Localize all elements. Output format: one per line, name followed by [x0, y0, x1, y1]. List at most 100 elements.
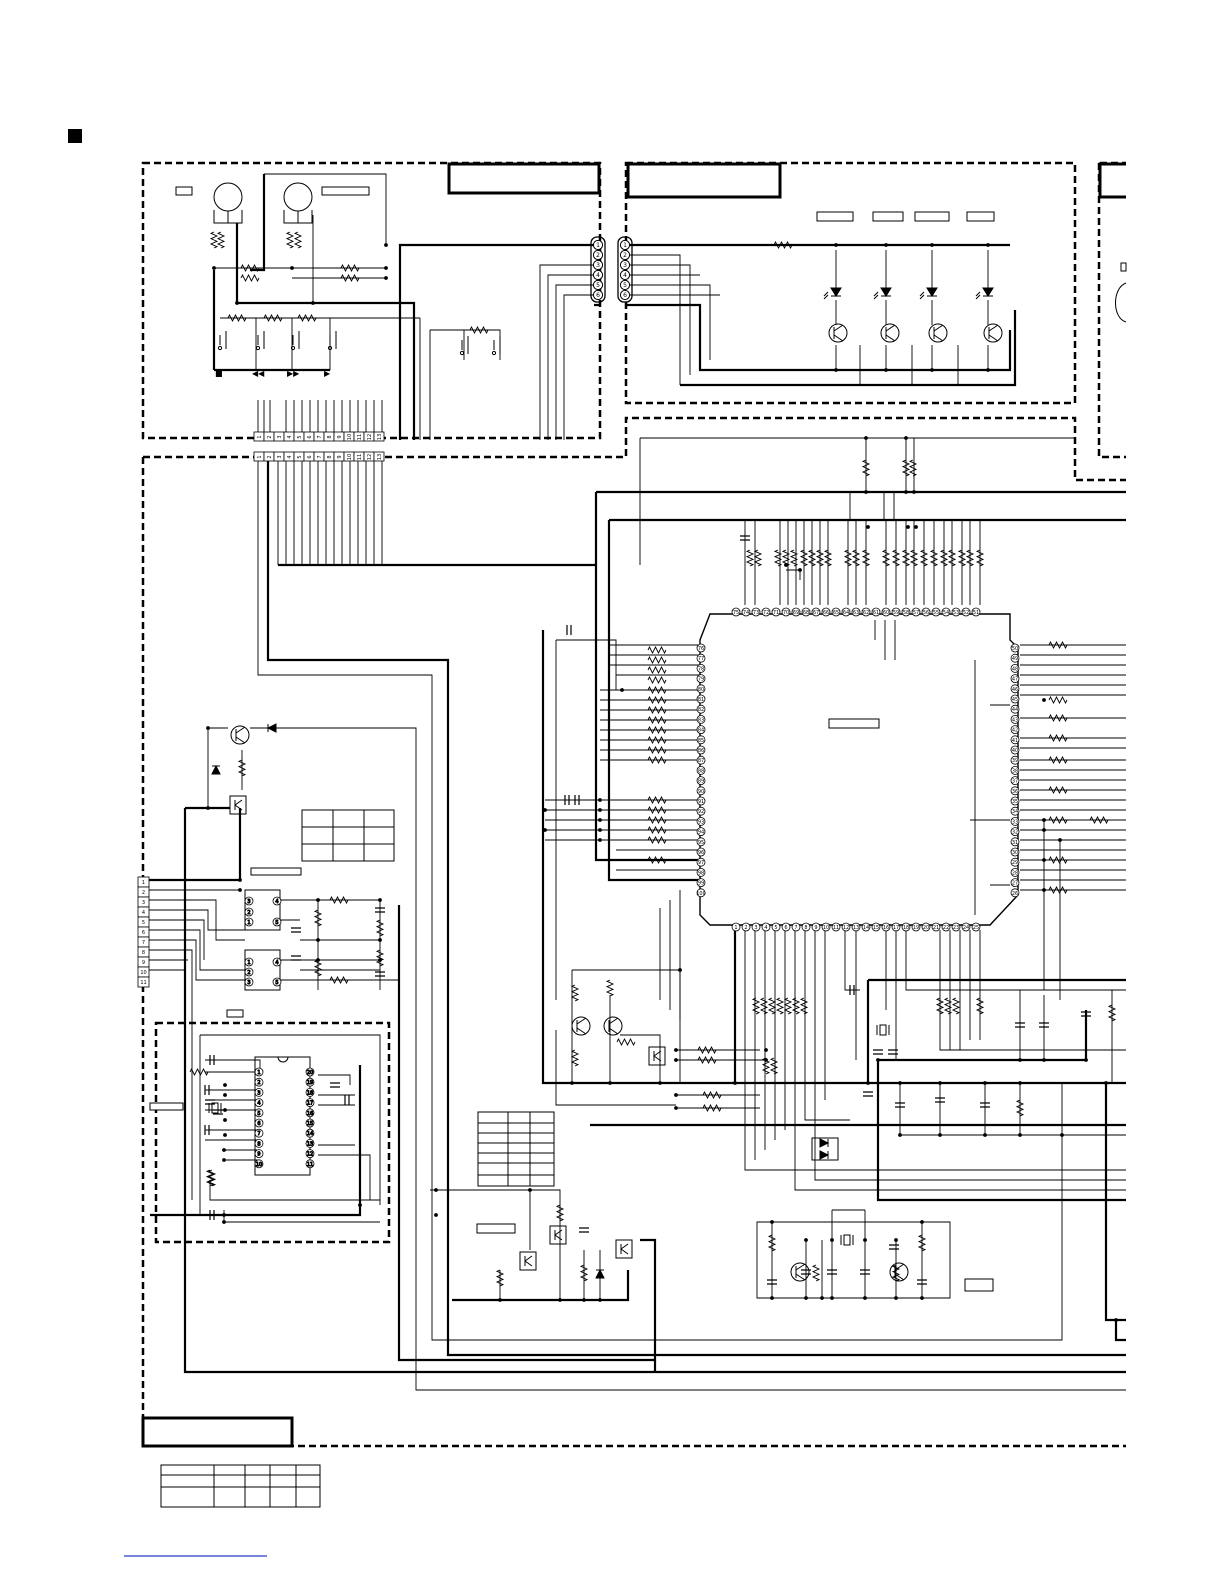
mcu-pin: 62: [861, 607, 871, 617]
svg-text:86: 86: [698, 748, 704, 754]
junction-dot: [570, 1081, 574, 1085]
key-switch-icon: [491, 336, 501, 356]
transistor-icon: [828, 323, 848, 343]
svg-text:4: 4: [287, 455, 293, 458]
mcu-pin: 51: [971, 607, 981, 617]
ic-pin: 4: [272, 957, 282, 967]
svg-text:3: 3: [596, 262, 600, 269]
diode-icon: [211, 764, 221, 775]
resistor: [375, 919, 385, 937]
svg-text:4: 4: [275, 960, 278, 966]
mcu-pin: 54: [941, 607, 951, 617]
mcu-pin: 11: [831, 922, 841, 932]
capacitor: [579, 1227, 589, 1233]
svg-text:1: 1: [247, 920, 250, 926]
resistor: [773, 549, 783, 567]
svg-text:1: 1: [623, 242, 627, 249]
ic-pin: 4: [272, 896, 282, 906]
svg-text:5: 5: [275, 980, 278, 986]
mcu-pin: 97: [696, 857, 706, 867]
ic-pin: 10: [254, 1159, 264, 1168]
resistor: [647, 735, 667, 745]
svg-text:41: 41: [1012, 738, 1018, 744]
svg-text:3: 3: [257, 1090, 260, 1096]
connector-b-pin: 6: [619, 289, 631, 301]
junction-dot: [598, 798, 602, 802]
svg-text:7: 7: [794, 925, 797, 931]
transistor-icon: [230, 725, 250, 745]
resistor: [861, 459, 871, 477]
svg-text:51: 51: [973, 610, 979, 616]
svg-text:9: 9: [337, 435, 343, 438]
junction-dot: [920, 1296, 924, 1300]
junction-dot: [830, 1296, 834, 1300]
svg-text:36: 36: [1012, 789, 1018, 795]
diode-icon: [595, 1268, 605, 1279]
connector-e-pin: 2: [137, 886, 150, 898]
svg-text:20: 20: [307, 1070, 313, 1076]
mcu-pin: 82: [696, 704, 706, 714]
resistor: [555, 1204, 565, 1222]
svg-text:72: 72: [763, 610, 769, 616]
mcu-pin: 4: [761, 922, 771, 932]
svg-text:3: 3: [754, 925, 757, 931]
capacitor: [291, 927, 301, 933]
junction-dot: [912, 490, 916, 494]
mcu-pin: 43: [1010, 715, 1020, 724]
junction-dot: [820, 1296, 824, 1300]
filled-square-icon: [68, 129, 82, 143]
svg-text:89: 89: [698, 779, 704, 785]
resistor: [965, 549, 975, 567]
mcu-pin: 81: [696, 694, 706, 704]
mcu-pin: 63: [851, 607, 861, 617]
ic-pin: 5: [272, 917, 282, 927]
junction-dot: [378, 898, 382, 902]
svg-text:12: 12: [307, 1152, 313, 1158]
junction-dot: [983, 1081, 987, 1085]
ic-pin: 4: [254, 1098, 264, 1107]
resistor: [240, 263, 260, 273]
mcu-pin: 96: [696, 847, 706, 857]
resistor: [647, 645, 667, 655]
mcu-pin: 91: [696, 796, 706, 806]
connector-e-pin: 9: [137, 956, 150, 968]
junction-dot: [223, 1133, 227, 1137]
capacitor: [849, 985, 855, 995]
component-symbols: [208, 287, 1003, 1282]
resistor: [647, 705, 667, 715]
resistor: [807, 549, 817, 567]
resistor: [843, 549, 853, 567]
junction-dot: [1018, 1058, 1022, 1062]
capacitor: [767, 1279, 777, 1285]
mcu-pin: 21: [931, 922, 941, 932]
resistor: [216, 231, 226, 249]
mcu-pin: 26: [1010, 888, 1020, 898]
svg-text:39: 39: [1012, 758, 1018, 764]
svg-text:83: 83: [698, 717, 704, 723]
capacitor: [917, 1279, 927, 1285]
svg-text:11: 11: [833, 925, 839, 931]
resistor: [951, 997, 961, 1015]
mcu-pin: 44: [1010, 704, 1020, 714]
junction-dot: [222, 1220, 226, 1224]
svg-text:3: 3: [277, 455, 283, 458]
resistor: [207, 1169, 217, 1187]
capacitor: [204, 1125, 210, 1135]
capacitor: [801, 1269, 811, 1275]
connector-d-pin: 7: [313, 451, 325, 462]
mcu-pin: 67: [811, 607, 821, 617]
junction-dot: [311, 301, 315, 305]
resistor: [189, 1067, 209, 1077]
capacitors: [204, 535, 1091, 1285]
connector-b-pin: 3: [619, 259, 631, 271]
ic-pin: 3: [254, 1088, 264, 1097]
svg-text:28: 28: [1012, 870, 1018, 876]
svg-text:2: 2: [247, 910, 250, 916]
transistor-icon: [615, 1239, 633, 1259]
mcu-pin: 61: [871, 607, 881, 617]
resistor: [791, 997, 801, 1015]
resistor: [745, 549, 755, 567]
diode-bridge-icon: [811, 1137, 839, 1161]
mcu-pin: 29: [1010, 857, 1020, 867]
